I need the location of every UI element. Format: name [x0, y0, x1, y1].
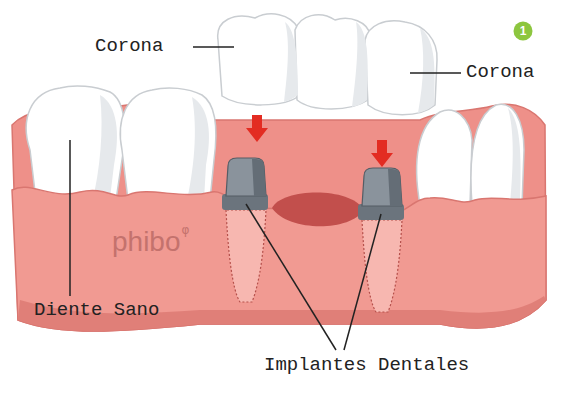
bridge-crown	[295, 15, 370, 109]
part-label: Implantes Dentales	[264, 355, 469, 377]
callout-badge	[514, 22, 533, 41]
molar-shade	[92, 95, 117, 203]
placement-arrow	[371, 140, 393, 167]
crown-shade	[352, 22, 368, 107]
callout-number: 1	[514, 22, 532, 40]
implant-abutment	[226, 158, 266, 196]
leader-line	[246, 204, 336, 350]
healthy-molar	[120, 88, 216, 208]
implant-root	[226, 210, 266, 302]
crown-shade	[418, 28, 435, 113]
part-label: Corona	[466, 62, 534, 84]
front-gum	[12, 187, 546, 331]
healthy-tooth	[471, 104, 524, 205]
part-label: Corona	[95, 36, 163, 58]
leader-line	[344, 214, 381, 350]
watermark-symbol: φ	[182, 224, 190, 238]
empty-socket	[272, 193, 364, 227]
tooth-shade	[508, 108, 521, 205]
implant-root	[362, 220, 402, 312]
crown-shade	[284, 22, 298, 102]
leader-line	[410, 72, 461, 74]
part-label: Diente Sano	[34, 300, 159, 322]
leader-line	[193, 46, 234, 48]
bridge-crown	[365, 21, 437, 115]
abutment-shade	[252, 159, 266, 196]
implant-abutment	[362, 168, 402, 206]
placement-arrow	[246, 115, 268, 142]
gum-shade	[18, 296, 546, 331]
molar-shade	[186, 97, 209, 205]
abutment-shade	[388, 169, 402, 206]
leader-line	[69, 140, 71, 296]
healthy-tooth	[417, 110, 472, 205]
watermark: phibo	[112, 226, 181, 258]
healthy-molar	[26, 86, 125, 208]
bridge-crown	[218, 14, 300, 105]
